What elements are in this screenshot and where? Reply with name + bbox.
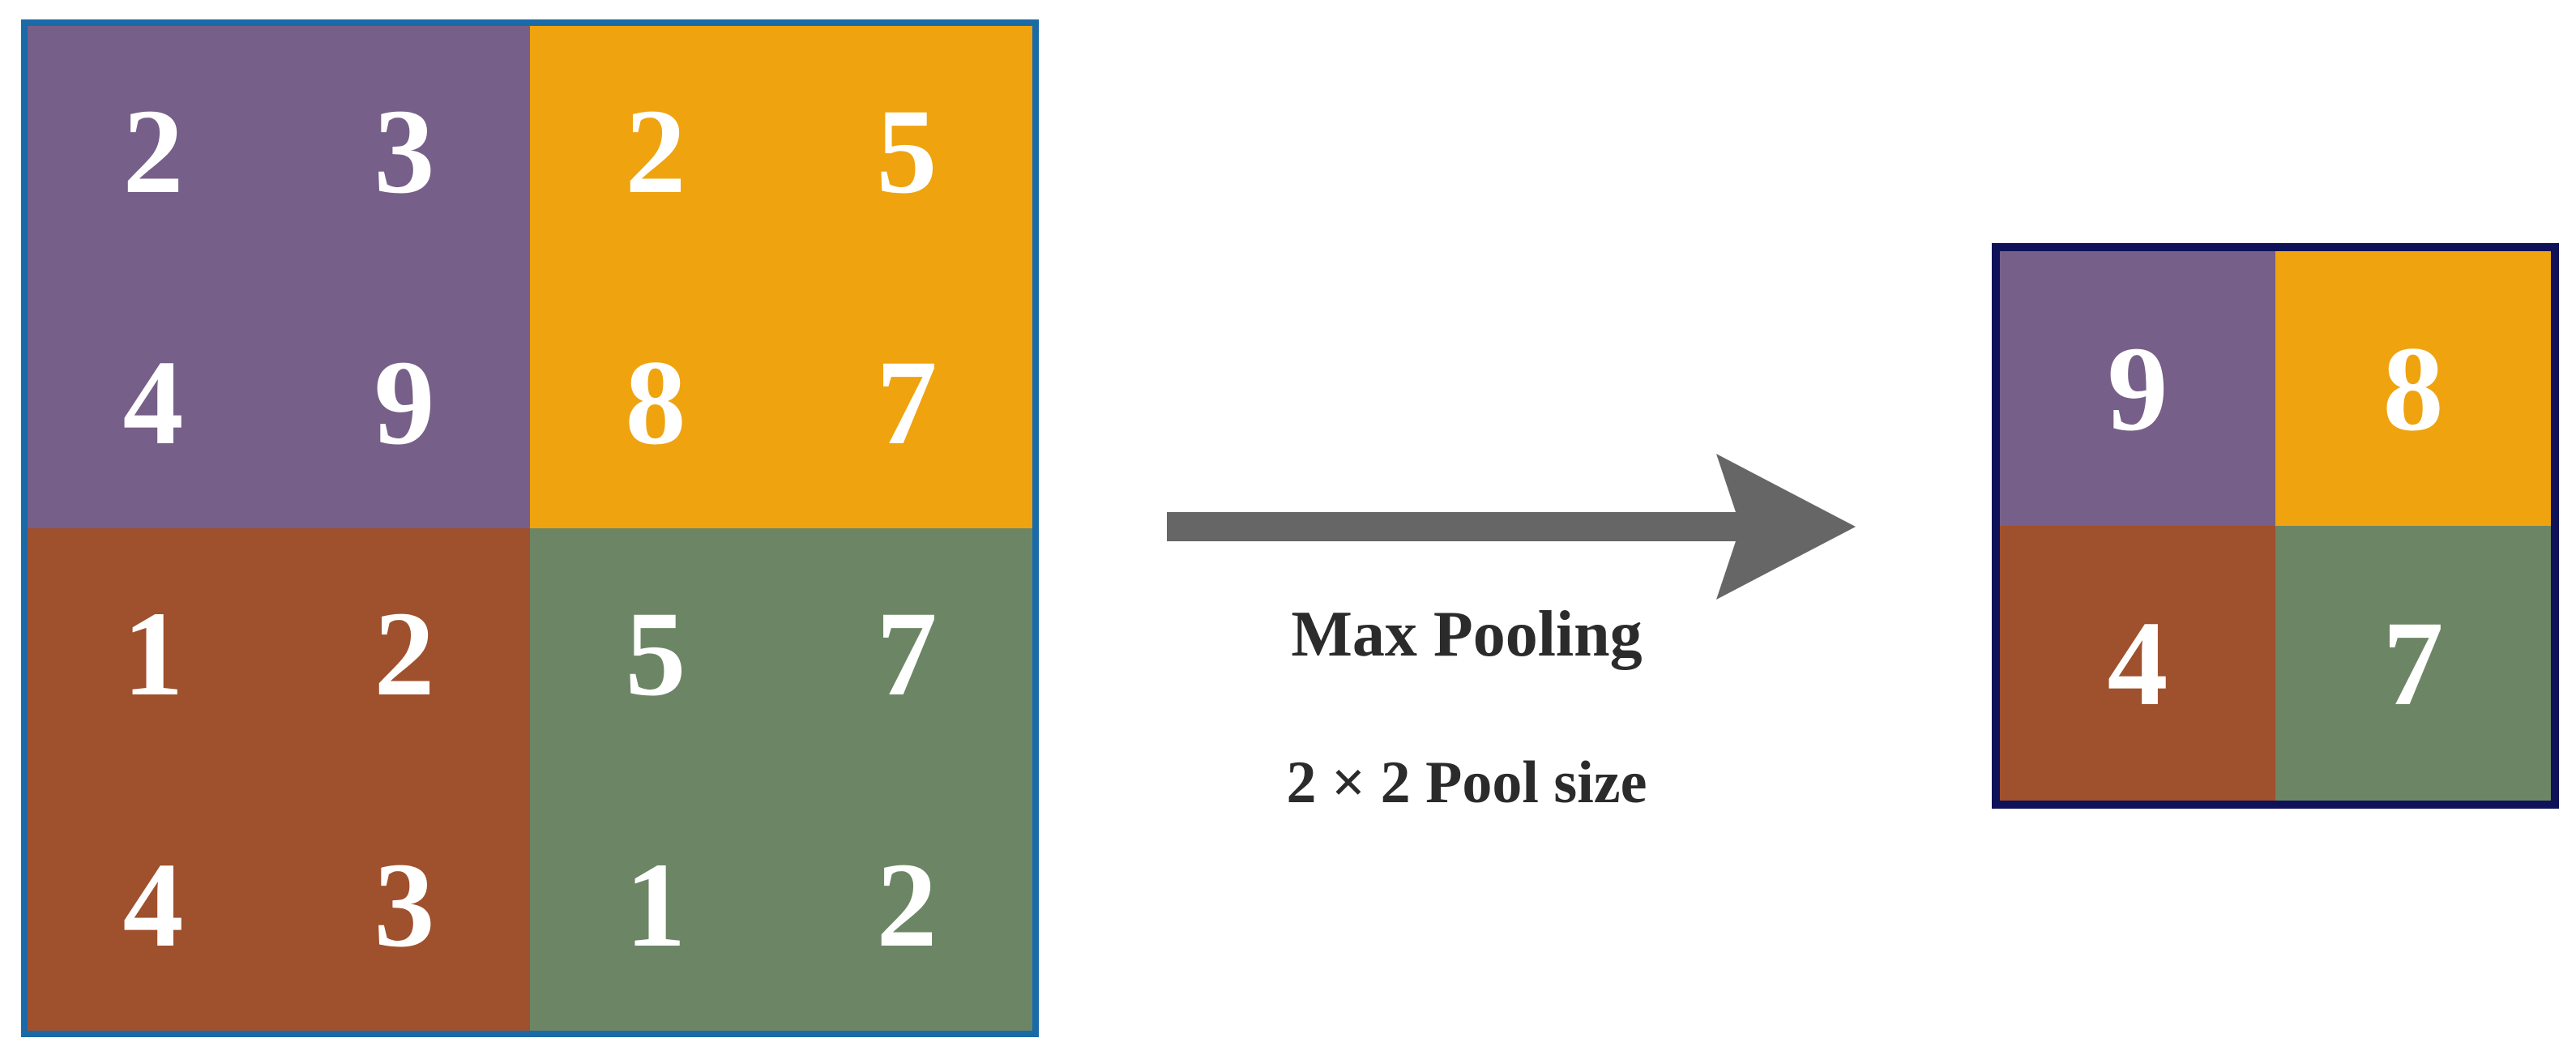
input-cell: 7 (781, 528, 1032, 780)
input-cell: 9 (279, 277, 530, 528)
input-cell: 5 (530, 528, 781, 780)
input-cell: 7 (781, 277, 1032, 528)
input-cell: 3 (279, 26, 530, 277)
input-cell: 8 (530, 277, 781, 528)
input-cell: 1 (28, 528, 279, 780)
operation-label: Max Pooling (1291, 599, 1643, 670)
output-cell: 7 (2275, 526, 2551, 801)
input-cell: 4 (28, 277, 279, 528)
input-cell: 2 (28, 26, 279, 277)
input-cell: 4 (28, 780, 279, 1031)
input-cell: 2 (530, 26, 781, 277)
output-cell: 9 (2000, 251, 2275, 526)
pool-size-label: 2 × 2 Pool size (1286, 750, 1647, 816)
input-cell: 2 (279, 528, 530, 780)
input-cell: 3 (279, 780, 530, 1031)
right-arrow-icon (1167, 454, 1856, 600)
output-cell: 4 (2000, 526, 2275, 801)
input-cell: 2 (781, 780, 1032, 1031)
input-cell: 5 (781, 26, 1032, 277)
input-cell: 1 (530, 780, 781, 1031)
output-cell: 8 (2275, 251, 2551, 526)
